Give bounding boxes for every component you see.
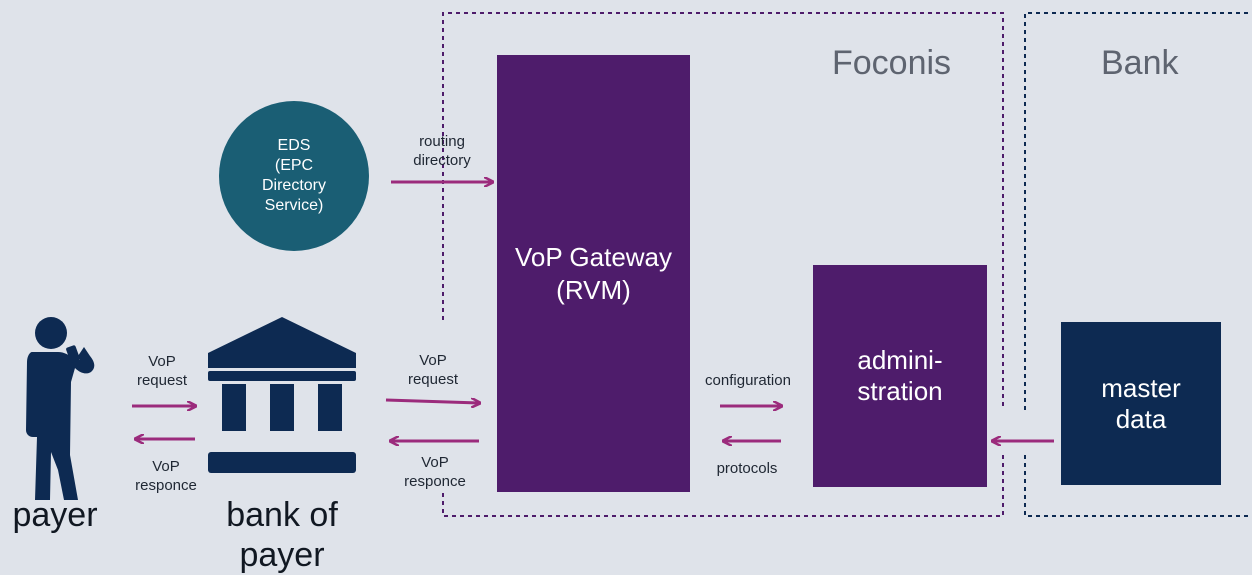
vop-gateway-title: VoP Gateway	[514, 241, 673, 272]
eds-line: Directory	[261, 177, 326, 194]
foconis-zone-border	[442, 12, 1004, 517]
bank-of-payer-label: bank of payer	[226, 496, 338, 574]
routing-directory-label: routing directory	[413, 133, 471, 169]
bank-zone-label: Bank	[1101, 44, 1179, 82]
vop-responce-label-left: VoP responce	[135, 458, 197, 494]
eds-node: EDS (EPC Directory Service)	[219, 101, 369, 251]
eds-line: Service)	[264, 197, 324, 214]
master-data-line: data	[1115, 403, 1167, 434]
vop-gateway-subtitle: (RVM)	[556, 274, 631, 305]
foconis-zone-label: Foconis	[832, 44, 952, 82]
master-data-line: master	[1101, 372, 1181, 403]
bank-building-icon	[208, 317, 356, 473]
payer-label: payer	[12, 496, 98, 534]
administration-box: admini- stration	[813, 265, 987, 487]
person-with-phone-icon	[26, 317, 95, 500]
administration-line: stration	[857, 376, 943, 406]
eds-line: EDS	[277, 137, 311, 154]
protocols-label: protocols	[716, 460, 778, 477]
administration-line: admini-	[857, 345, 943, 375]
vop-request-label-left: VoP request	[136, 353, 188, 389]
vop-gateway-box: VoP Gateway (RVM)	[497, 55, 690, 492]
vop-request-label-right: VoP request	[407, 352, 459, 388]
vop-responce-label-right: VoP responce	[404, 454, 466, 490]
master-data-box: master data	[1061, 322, 1221, 485]
eds-line: (EPC	[274, 157, 314, 174]
configuration-label: configuration	[705, 372, 791, 389]
vop-request-arrow-right	[385, 400, 479, 403]
